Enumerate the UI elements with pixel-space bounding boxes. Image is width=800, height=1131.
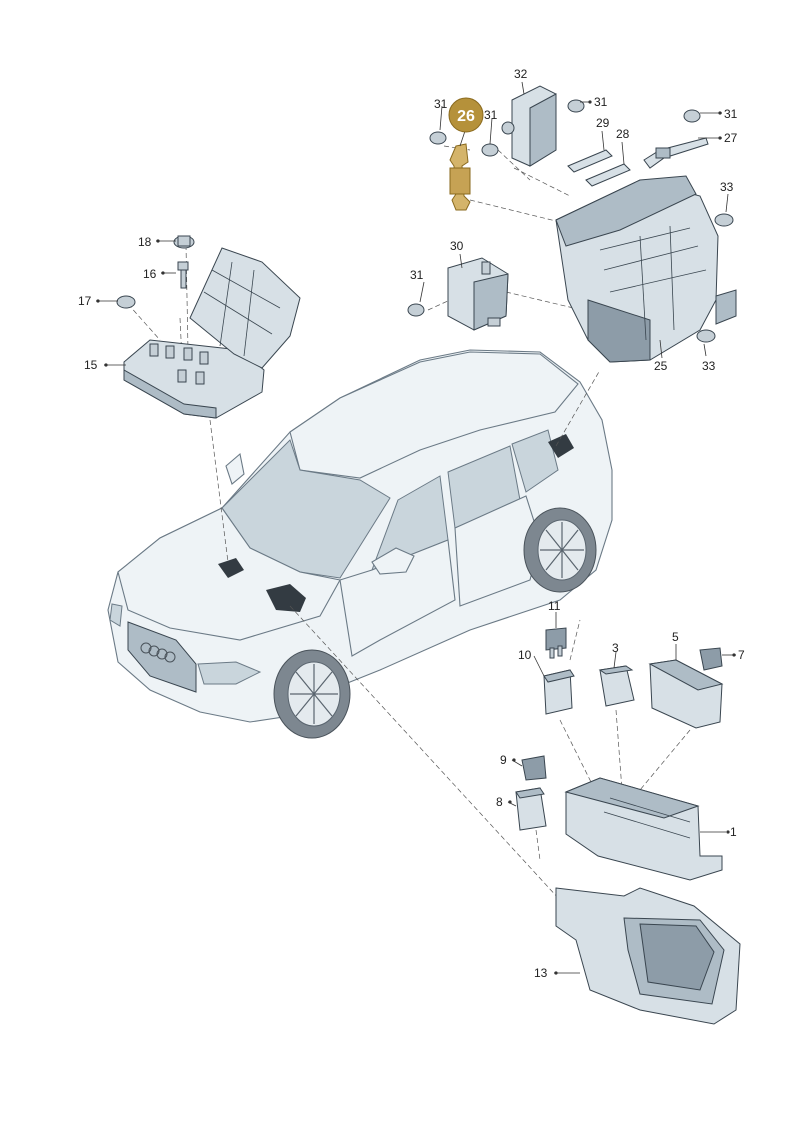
callout-31-topleft[interactable]: 31 bbox=[434, 97, 448, 111]
part-27-fuse-strip bbox=[643, 137, 709, 169]
callout-31-right[interactable]: 31 bbox=[724, 107, 738, 121]
part-33-nut-bottom bbox=[696, 329, 716, 343]
part-1-relay-carrier bbox=[564, 777, 723, 881]
callout-10[interactable]: 10 bbox=[518, 648, 532, 662]
highlight-badge-number: 26 bbox=[457, 108, 475, 125]
part-31-nut-c bbox=[567, 99, 585, 113]
part-15-cover bbox=[189, 247, 301, 369]
callout-11[interactable]: 11 bbox=[548, 599, 561, 613]
callout-13[interactable]: 13 bbox=[534, 966, 548, 980]
callout-18[interactable]: 18 bbox=[138, 235, 152, 249]
part-16-stud bbox=[177, 261, 189, 289]
part-13-tray bbox=[555, 887, 741, 1025]
callout-16[interactable]: 16 bbox=[143, 267, 157, 281]
callout-17[interactable]: 17 bbox=[78, 294, 92, 308]
part-32-control-unit bbox=[501, 85, 557, 167]
callout-7[interactable]: 7 bbox=[738, 648, 745, 662]
highlight-badge-circle bbox=[448, 97, 484, 133]
callout-30[interactable]: 30 bbox=[450, 239, 464, 253]
leader-dots bbox=[96, 100, 736, 975]
callout-33-top[interactable]: 33 bbox=[720, 180, 734, 194]
part-10-relay bbox=[543, 669, 575, 715]
callout-32[interactable]: 32 bbox=[514, 67, 528, 81]
callout-5[interactable]: 5 bbox=[672, 630, 679, 644]
part-11-fuse bbox=[545, 627, 567, 659]
part-26-strip-fuse-highlighted bbox=[449, 143, 471, 211]
callout-28[interactable]: 28 bbox=[616, 127, 630, 141]
part-31-nut-b bbox=[481, 143, 499, 157]
part-28-bus-bar bbox=[585, 163, 631, 187]
callout-15[interactable]: 15 bbox=[84, 358, 98, 372]
part-31-nut-left bbox=[407, 303, 425, 317]
callout-25[interactable]: 25 bbox=[654, 359, 668, 373]
callout-9[interactable]: 9 bbox=[500, 753, 507, 767]
part-5-fuse-block bbox=[648, 659, 724, 729]
callout-29[interactable]: 29 bbox=[596, 116, 610, 130]
callout-31-top[interactable]: 31 bbox=[484, 108, 498, 122]
grille-rings bbox=[140, 642, 176, 663]
part-18-bolt bbox=[173, 235, 195, 249]
callout-27[interactable]: 27 bbox=[724, 131, 738, 145]
callout-31-left[interactable]: 31 bbox=[410, 268, 424, 282]
part-29-bus-bar bbox=[567, 149, 613, 173]
part-8-relay-holder bbox=[515, 787, 547, 831]
callout-31-mid[interactable]: 31 bbox=[594, 95, 608, 109]
part-31-nut-d bbox=[683, 109, 701, 123]
part-15-fuse-carrier bbox=[123, 339, 265, 419]
part-3-relay bbox=[598, 665, 635, 707]
part-33-nut-top bbox=[714, 213, 734, 227]
vehicle-illustration bbox=[107, 349, 613, 739]
part-9-fuse bbox=[521, 755, 547, 781]
callout-33-bottom[interactable]: 33 bbox=[702, 359, 716, 373]
part-25-fuse-box bbox=[555, 175, 737, 363]
part-7-fuse bbox=[699, 647, 723, 671]
part-31-nut-a bbox=[429, 131, 447, 145]
callout-3[interactable]: 3 bbox=[612, 641, 619, 655]
part-17-nut bbox=[116, 295, 136, 309]
callout-labels: 18 16 17 15 30 31 25 33 33 31 27 28 29 3… bbox=[78, 67, 745, 980]
part-30-relay bbox=[447, 257, 509, 331]
callout-1[interactable]: 1 bbox=[730, 825, 737, 839]
highlight-badge-26[interactable]: 26 bbox=[448, 97, 484, 133]
callout-8[interactable]: 8 bbox=[496, 795, 503, 809]
